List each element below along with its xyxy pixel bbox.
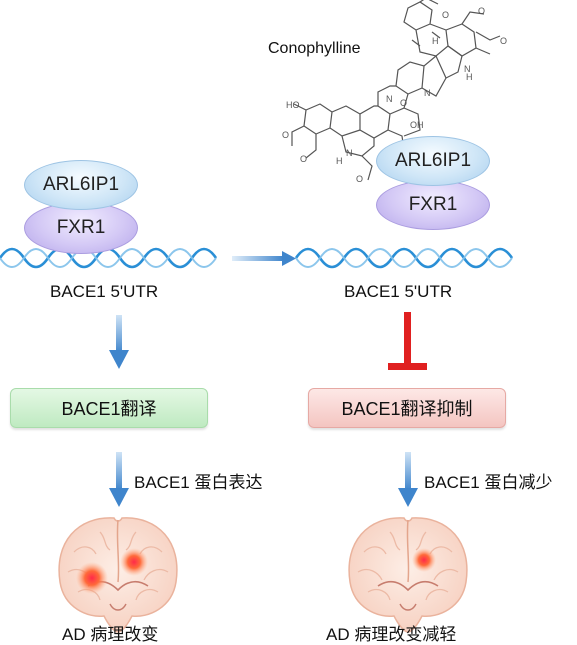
- svg-text:O: O: [282, 130, 289, 140]
- right-brain: [348, 517, 468, 633]
- transition-arrow: [232, 251, 296, 266]
- svg-text:O: O: [356, 174, 363, 184]
- svg-text:O: O: [500, 36, 507, 46]
- right-mrna-wave: [294, 247, 514, 269]
- left-arl6ip1-label: ARL6IP1: [42, 174, 120, 195]
- svg-text:N: N: [386, 94, 393, 104]
- right-fxr1-protein: FXR1: [376, 180, 490, 230]
- inhibition-symbol: [388, 312, 427, 370]
- conophylline-structure: [291, 0, 501, 181]
- svg-text:O: O: [478, 6, 485, 16]
- right-fxr1-label: FXR1: [408, 194, 458, 215]
- svg-text:N: N: [346, 148, 353, 158]
- left-arrow-1: [109, 315, 129, 369]
- left-brain: [58, 517, 178, 633]
- svg-text:O: O: [400, 98, 407, 108]
- left-mrna-wave: [0, 247, 218, 269]
- right-outcome-label: AD 病理改变减轻: [326, 625, 457, 644]
- left-fxr1-label: FXR1: [56, 217, 106, 238]
- compound-label: Conophylline: [268, 40, 361, 57]
- svg-text:H: H: [336, 156, 343, 166]
- right-step-label: BACE1 蛋白减少: [424, 473, 553, 492]
- right-translation-box: BACE1翻译抑制: [308, 388, 506, 428]
- right-arrow-2: [398, 452, 418, 507]
- svg-text:N: N: [464, 64, 471, 74]
- svg-text:HO: HO: [286, 100, 300, 110]
- left-arl6ip1-protein: ARL6IP1: [24, 160, 138, 210]
- svg-text:O: O: [300, 154, 307, 164]
- left-translation-label: BACE1翻译: [61, 399, 157, 419]
- left-outcome-label: AD 病理改变: [62, 625, 159, 644]
- right-translation-label: BACE1翻译抑制: [341, 399, 473, 419]
- right-arl6ip1-label: ARL6IP1: [394, 150, 472, 171]
- svg-text:OH: OH: [410, 120, 424, 130]
- svg-text:N: N: [424, 88, 431, 98]
- right-arl6ip1-protein: ARL6IP1: [376, 136, 490, 186]
- left-arrow-2: [109, 452, 129, 507]
- conophylline-atom-labels: HO O O O H N O OH N H N O O O H N: [282, 6, 507, 184]
- left-step-label: BACE1 蛋白表达: [134, 473, 263, 492]
- svg-text:H: H: [466, 72, 473, 82]
- right-mrna-label: BACE1 5'UTR: [344, 282, 453, 301]
- left-translation-box: BACE1翻译: [10, 388, 208, 428]
- svg-text:O: O: [442, 10, 449, 20]
- svg-text:H: H: [432, 36, 439, 46]
- left-fxr1-protein: FXR1: [24, 202, 138, 254]
- left-mrna-label: BACE1 5'UTR: [50, 282, 159, 301]
